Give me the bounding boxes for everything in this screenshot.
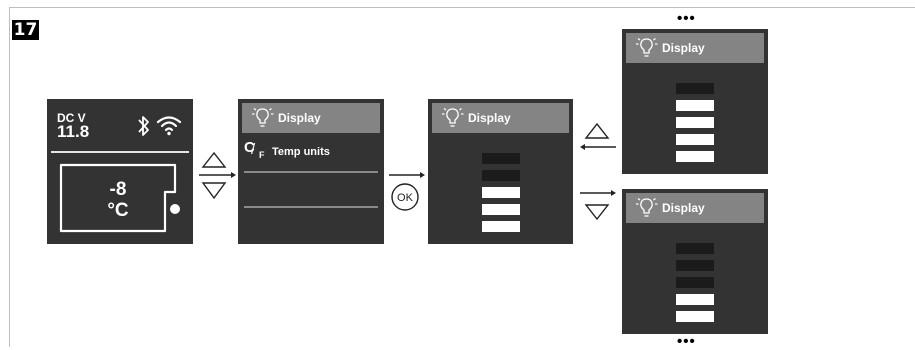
more-steps-indicator: ••• [677, 333, 696, 350]
down-arrow-icon [584, 204, 610, 221]
menu-header: Display [242, 103, 380, 133]
up-down-transition [199, 151, 236, 200]
menu-header-label: Display [278, 111, 321, 125]
temperature-display-outline [59, 163, 180, 233]
forward-down-transition [580, 190, 616, 221]
temperature-value: -8 [109, 179, 127, 200]
bulb-icon [252, 108, 274, 127]
temperature-units-icon: C / F [244, 139, 265, 160]
brightness-bar-3 [676, 117, 714, 128]
brightness-bar-4 [481, 204, 520, 215]
display-header-label: Display [468, 111, 511, 125]
display-header-label: Display [662, 41, 705, 55]
device-screen-divider [51, 151, 189, 153]
wifi-icon [156, 116, 182, 136]
figure-frame-top-rule [9, 7, 915, 8]
step-number-badge: 17 [12, 20, 39, 40]
bulb-icon [636, 198, 658, 217]
device-main-screen: DC V 11.8 -8 °C [47, 99, 193, 244]
brightness-bar-3 [481, 187, 520, 198]
up-arrow-icon [201, 151, 227, 168]
display-header: Display [432, 103, 569, 133]
ok-button-label: OK [397, 192, 414, 204]
down-arrow-icon [201, 182, 227, 200]
display-screen-decreased: Display [622, 189, 768, 334]
brightness-bar-2 [676, 260, 714, 271]
display-header: Display [626, 33, 764, 63]
display-screen-initial: Display [428, 99, 573, 244]
brightness-bar-5 [481, 221, 520, 232]
more-steps-indicator: ••• [677, 10, 696, 27]
brightness-bar-5 [676, 311, 714, 322]
ok-transition: OK [389, 172, 425, 211]
brightness-bar-2 [676, 100, 714, 111]
brightness-bar-1 [676, 83, 714, 94]
menu-item-temp-units[interactable]: C / F Temp units [242, 139, 330, 163]
menu-divider [244, 171, 378, 173]
up-arrow-icon [584, 122, 610, 139]
bulb-icon [442, 108, 464, 127]
brightness-bar-2 [481, 170, 520, 181]
dc-voltage-value: 11.8 [57, 122, 90, 141]
bluetooth-icon [138, 116, 149, 136]
menu-item-label: Temp units [272, 146, 330, 158]
display-header-label: Display [662, 201, 705, 215]
menu-divider [244, 206, 378, 208]
ok-button-icon [391, 183, 419, 211]
dc-voltage-label: DC V [57, 111, 86, 125]
brightness-bar-3 [676, 277, 714, 288]
brightness-bar-4 [676, 134, 714, 145]
brightness-bar-5 [676, 151, 714, 162]
bulb-icon [636, 38, 658, 57]
brightness-bar-4 [676, 294, 714, 305]
figure-frame-left-rule [9, 7, 10, 347]
brightness-bar-1 [481, 153, 520, 164]
brightness-bar-1 [676, 243, 714, 254]
temperature-unit: °C [107, 200, 129, 221]
display-screen-increased: Display [622, 29, 768, 174]
menu-screen: Display C / F Temp units [238, 99, 384, 244]
up-back-transition [580, 122, 616, 150]
display-header: Display [626, 193, 764, 223]
